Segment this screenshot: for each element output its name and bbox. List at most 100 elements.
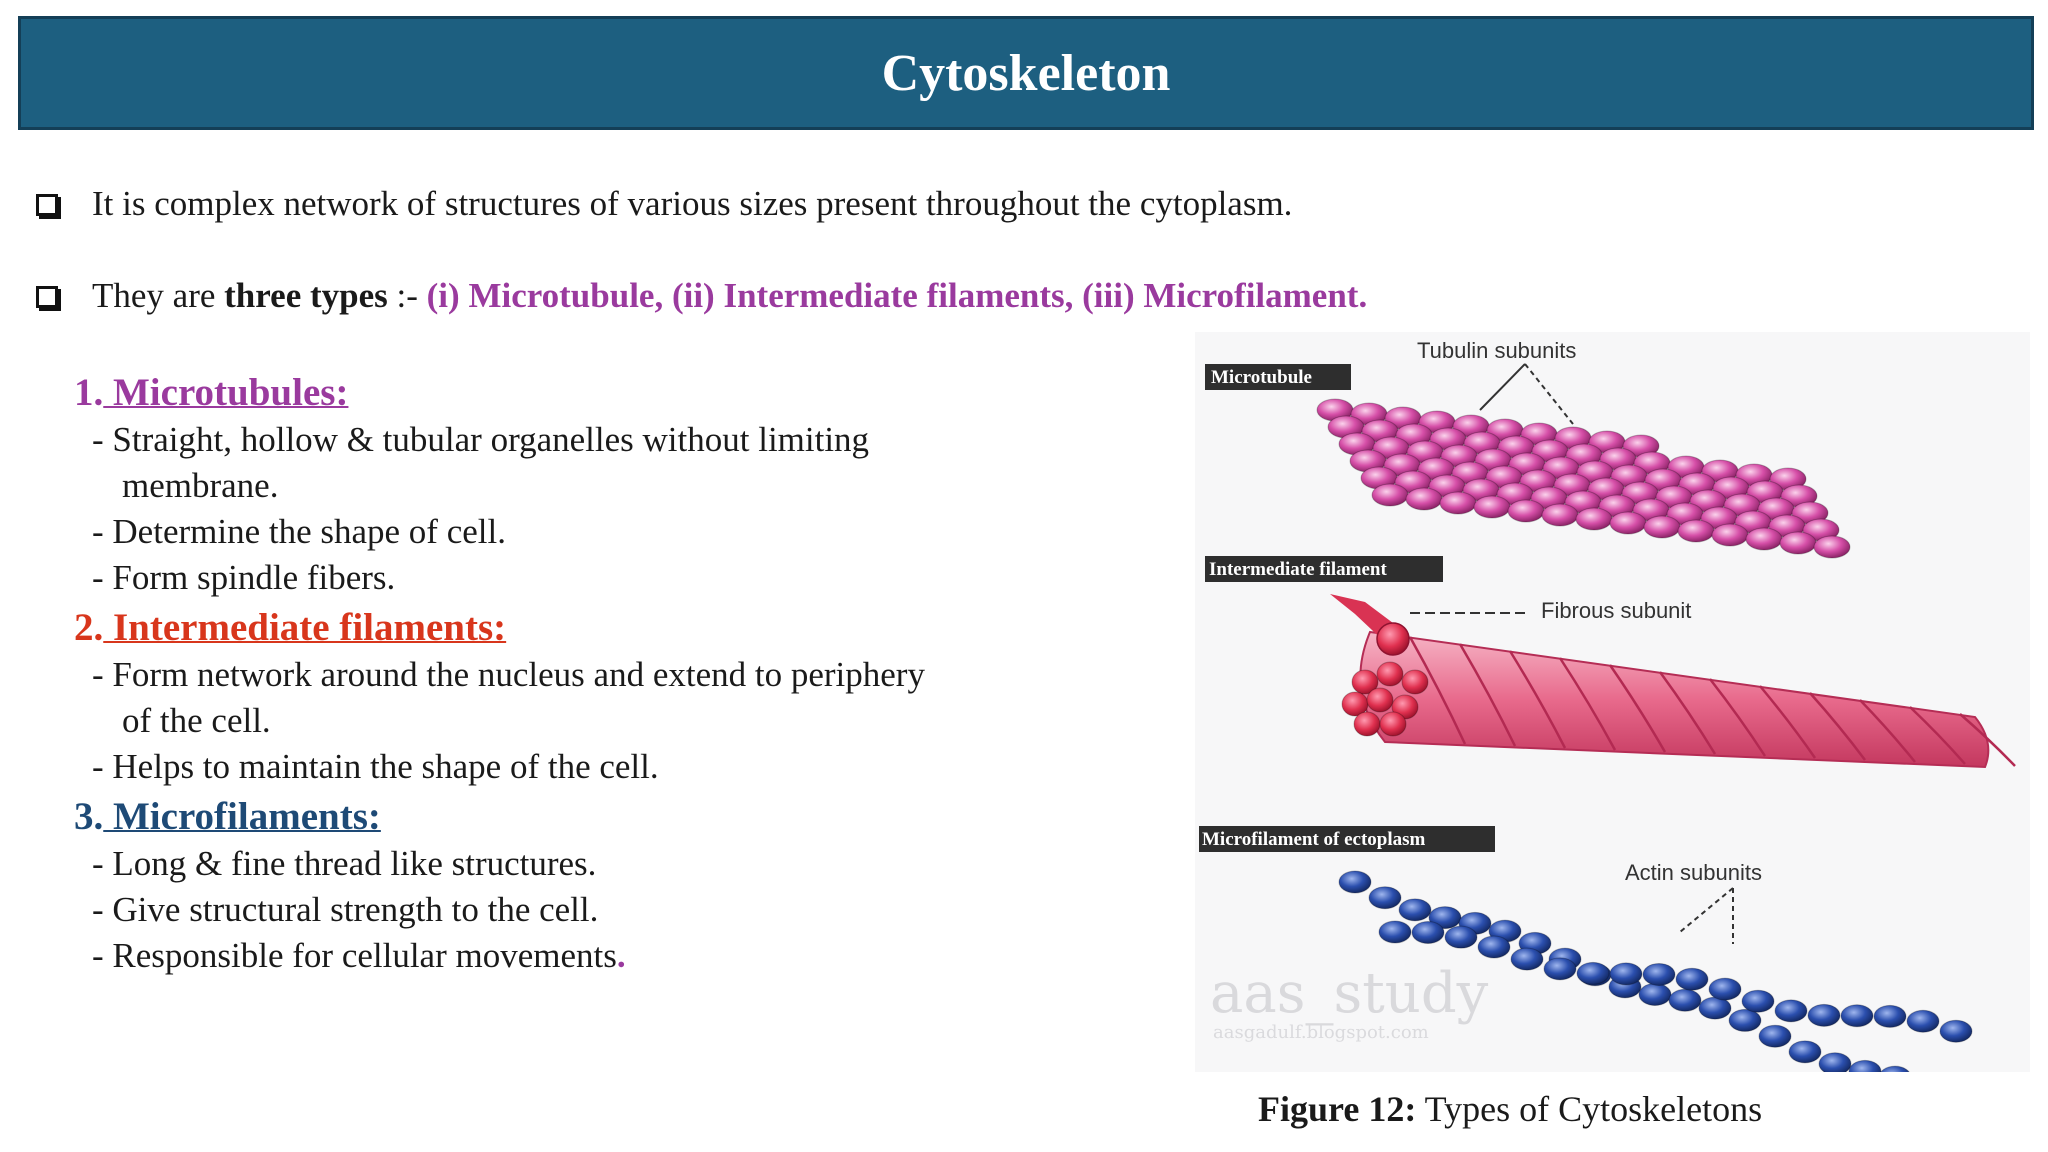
actin-subunit bbox=[1758, 1024, 1792, 1048]
microtubule-label-box bbox=[1205, 364, 1351, 390]
figure-caption-number: Figure 12: bbox=[1258, 1089, 1417, 1129]
section-microfilaments-heading: 3. Microfilaments: bbox=[74, 794, 381, 839]
microfilament-label: Microfilament of ectoplasm bbox=[1202, 829, 1426, 850]
bullet-types-list: (i) Microtubule, (ii) Intermediate filam… bbox=[426, 276, 1368, 315]
tubulin-subunit bbox=[1745, 527, 1783, 551]
tubulin-subunit bbox=[1609, 511, 1647, 535]
bullet-types-bold: three types bbox=[224, 276, 388, 315]
actin-subunit bbox=[1368, 886, 1402, 910]
microtubule-label: Microtubule bbox=[1211, 367, 1312, 388]
intermediate-line-1: - Form network around the nucleus and ex… bbox=[92, 655, 925, 694]
actin-subunit bbox=[1543, 957, 1577, 981]
rope-strand-line bbox=[1408, 636, 1467, 745]
actin-subunit bbox=[1428, 906, 1462, 930]
actin-subunit bbox=[1378, 920, 1412, 944]
actin-label: Actin subunits bbox=[1625, 860, 1762, 885]
cytoskeleton-figure: Microtubule Tubulin subunits Intermediat… bbox=[1195, 332, 2030, 1072]
bullet-definition-text: It is complex network of structures of v… bbox=[92, 184, 1293, 223]
tubulin-pointer-line bbox=[1524, 363, 1574, 425]
actin-subunit bbox=[1338, 870, 1372, 894]
tubulin-pointer-line bbox=[1479, 363, 1526, 411]
checkbox-bullet-icon bbox=[36, 286, 58, 308]
intermediate-line-2: of the cell. bbox=[122, 701, 271, 740]
figure-caption: Figure 12: Types of Cytoskeletons bbox=[1258, 1088, 1762, 1130]
actin-subunit bbox=[1675, 967, 1709, 991]
tubulin-subunit bbox=[1439, 491, 1477, 515]
title-bar: Cytoskeleton bbox=[18, 16, 2034, 130]
tubulin-subunit bbox=[1507, 499, 1545, 523]
actin-subunit bbox=[1638, 982, 1672, 1006]
fibrous-subunit-head bbox=[1376, 622, 1410, 656]
actin-subunit bbox=[1788, 1040, 1822, 1064]
figure-caption-text: Types of Cytoskeletons bbox=[1416, 1089, 1763, 1129]
section-number: 3. bbox=[74, 795, 104, 838]
tubulin-subunit bbox=[1541, 503, 1579, 527]
rope-strand-line bbox=[1909, 706, 1966, 765]
actin-subunit bbox=[1642, 962, 1676, 986]
fibrous-subunit bbox=[1376, 661, 1404, 687]
bullet-types-mid: :- bbox=[387, 276, 427, 315]
actin-subunit bbox=[1576, 961, 1610, 985]
actin-subunit bbox=[1818, 1052, 1852, 1072]
slide-title: Cytoskeleton bbox=[881, 44, 1171, 102]
section-label: Microfilaments: bbox=[103, 795, 381, 838]
tubulin-subunit bbox=[1405, 487, 1443, 511]
fibrous-label: Fibrous subunit bbox=[1541, 598, 1691, 623]
checkbox-bullet-icon bbox=[36, 194, 58, 216]
actin-subunit bbox=[1728, 1008, 1762, 1032]
intermediate-line-3: - Helps to maintain the shape of the cel… bbox=[92, 747, 659, 786]
actin-subunit bbox=[1444, 925, 1478, 949]
actin-subunit bbox=[1873, 1004, 1907, 1028]
actin-subunit bbox=[1477, 935, 1511, 959]
purple-period: . bbox=[616, 936, 626, 975]
actin-subunit bbox=[1906, 1009, 1940, 1033]
section-intermediate-heading: 2. Intermediate filaments: bbox=[74, 605, 506, 650]
actin-subunit bbox=[1807, 1003, 1841, 1027]
tubulin-subunit bbox=[1473, 495, 1511, 519]
actin-subunit bbox=[1848, 1059, 1882, 1072]
microtubule-beads bbox=[1316, 398, 1851, 559]
actin-subunit bbox=[1774, 999, 1808, 1023]
section-label: Microtubules: bbox=[103, 371, 349, 414]
rope-strand-line bbox=[1859, 699, 1916, 763]
tubulin-label: Tubulin subunits bbox=[1417, 338, 1576, 363]
microtubules-line-4: - Form spindle fibers. bbox=[92, 558, 396, 597]
bullet-types: They are three types :- (i) Microtubule,… bbox=[36, 276, 1367, 316]
microtubules-line-1: - Straight, hollow & tubular organelles … bbox=[92, 420, 870, 459]
intermediate-filament-rope bbox=[1330, 594, 2016, 769]
bullet-types-prefix: They are bbox=[92, 276, 225, 315]
rope-strand-line bbox=[1458, 643, 1517, 747]
fibrous-subunit bbox=[1353, 711, 1381, 737]
tubulin-subunit bbox=[1813, 535, 1851, 559]
intermediate-label-box bbox=[1205, 556, 1443, 582]
rope-strand-line bbox=[1959, 713, 2016, 767]
actin-pointer-line bbox=[1679, 887, 1734, 933]
microfilaments-line-3-text: - Responsible for cellular movements bbox=[92, 936, 617, 975]
watermark-url: aasgadulf.blogspot.com bbox=[1213, 1022, 1429, 1043]
rope-strand-line bbox=[1809, 692, 1867, 761]
actin-subunit bbox=[1741, 989, 1775, 1013]
microfilaments-line-1: - Long & fine thread like structures. bbox=[92, 844, 597, 883]
actin-subunit bbox=[1840, 1004, 1874, 1028]
actin-subunit bbox=[1880, 1065, 1910, 1072]
watermark: aas_study bbox=[1210, 961, 1489, 1026]
rope-strand-line bbox=[1709, 678, 1767, 757]
tubulin-subunit bbox=[1677, 519, 1715, 543]
section-label: Intermediate filaments: bbox=[103, 606, 507, 649]
fibrous-subunit bbox=[1391, 694, 1419, 720]
actin-subunit bbox=[1939, 1019, 1973, 1043]
rope-strand-line bbox=[1558, 657, 1617, 751]
microtubules-line-2: membrane. bbox=[122, 466, 279, 505]
bullet-definition: It is complex network of structures of v… bbox=[36, 184, 1292, 224]
fibrous-subunit bbox=[1401, 669, 1429, 695]
microfilaments-line-3: - Responsible for cellular movements. bbox=[92, 936, 626, 976]
bullet-types-text: They are three types :- (i) Microtubule,… bbox=[92, 276, 1367, 316]
microtubules-line-3: - Determine the shape of cell. bbox=[92, 512, 506, 551]
tubulin-subunit bbox=[1643, 515, 1681, 539]
rope-strand-line bbox=[1759, 685, 1817, 759]
tubulin-subunit bbox=[1779, 531, 1817, 555]
rope-strand-line bbox=[1658, 671, 1717, 755]
actin-subunit bbox=[1398, 898, 1432, 922]
section-microtubules-heading: 1. Microtubules: bbox=[74, 370, 348, 415]
actin-beads bbox=[1338, 870, 1973, 1072]
